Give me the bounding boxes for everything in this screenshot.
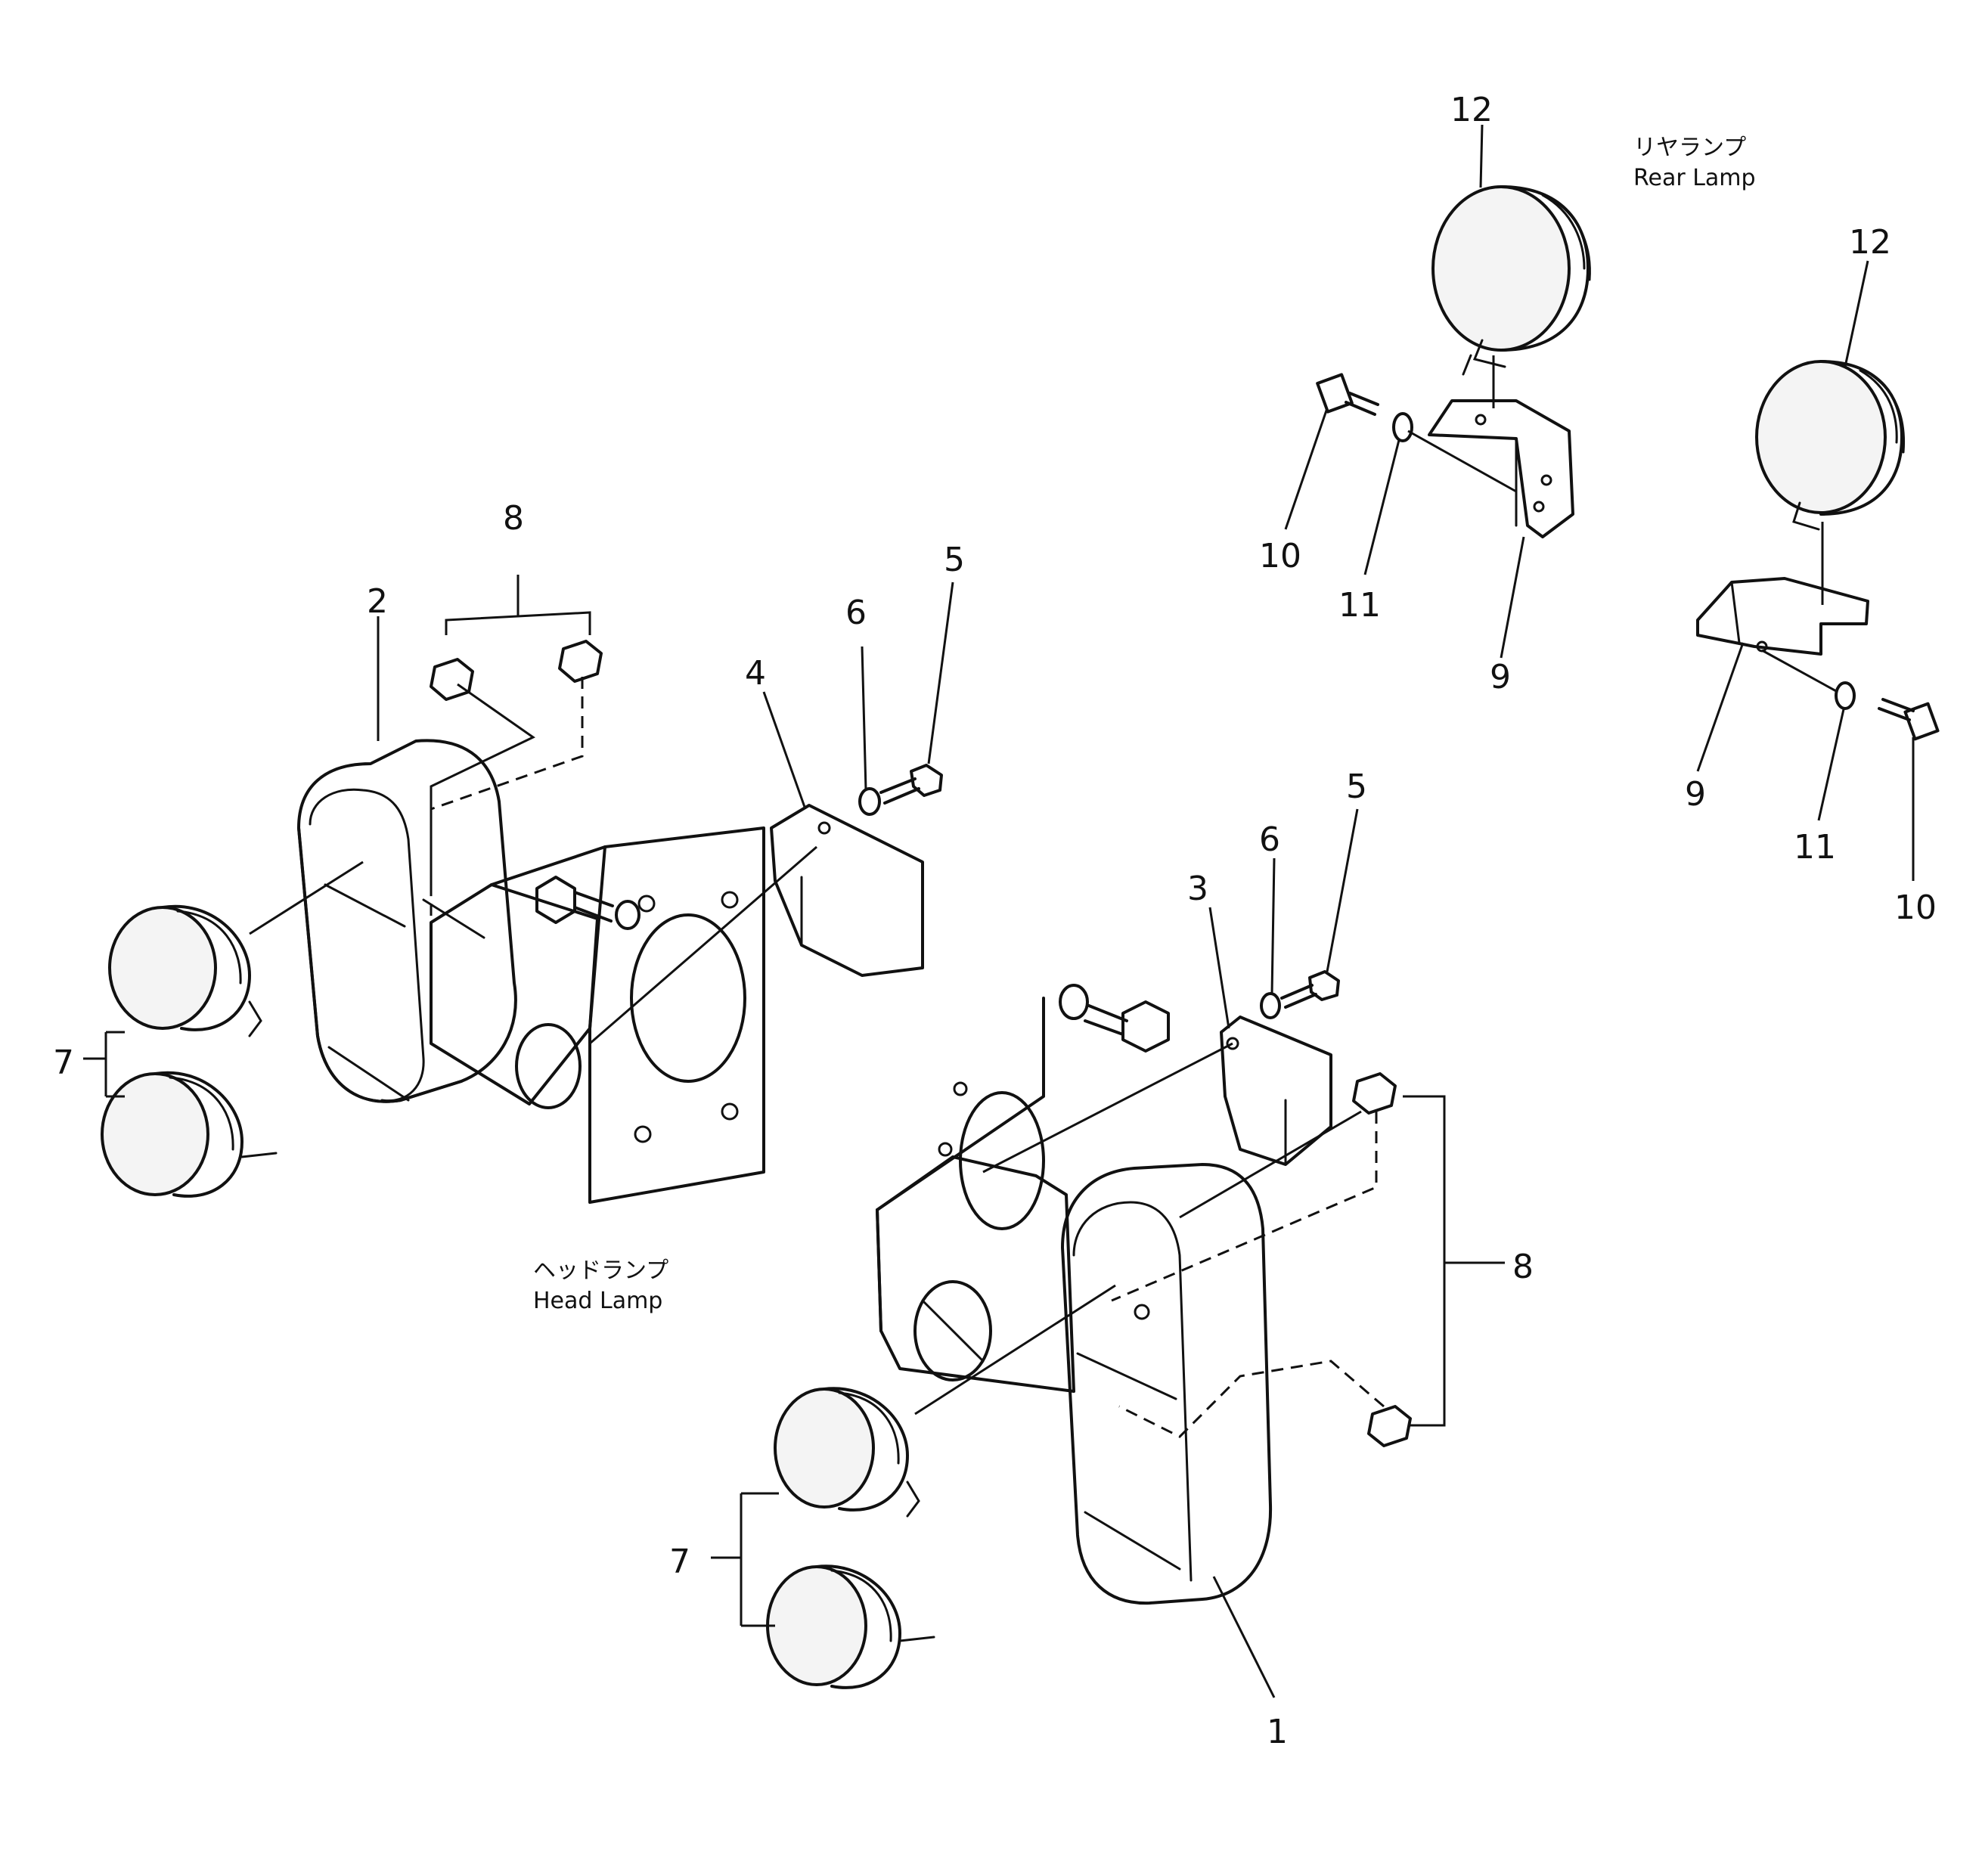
callout-label: 1 bbox=[1267, 1713, 1288, 1751]
bolt-washer-4 bbox=[858, 764, 943, 816]
callout-label: 8 bbox=[1512, 1248, 1534, 1286]
bracket-7-left bbox=[83, 1031, 125, 1098]
headlamp-7-right-lower bbox=[766, 1564, 935, 1689]
nuts-right bbox=[1111, 1072, 1412, 1447]
bracket-7-right bbox=[711, 1492, 779, 1627]
rear-lamp-right bbox=[1755, 360, 1906, 605]
bracket-left bbox=[430, 826, 765, 1204]
callout-label: 8 bbox=[503, 499, 524, 538]
rear-bolt-right bbox=[1761, 649, 1940, 741]
head-lamp-caption-jp: ヘッドランプ bbox=[533, 1257, 668, 1284]
headlamp-7-left-upper bbox=[108, 860, 364, 1037]
bolt-center-right bbox=[1059, 984, 1170, 1053]
guard-1 bbox=[1061, 1163, 1273, 1605]
callout-label: 4 bbox=[745, 654, 766, 693]
callout-label: 5 bbox=[944, 541, 965, 579]
callout-leaders bbox=[377, 124, 1915, 1698]
cover-4 bbox=[770, 804, 924, 977]
bolt-washer-3 bbox=[1260, 970, 1340, 1019]
callout-label: 3 bbox=[1187, 870, 1208, 908]
callout-label: 9 bbox=[1685, 775, 1706, 814]
rear-bracket-upper bbox=[1428, 399, 1574, 538]
callout-label: 11 bbox=[1338, 586, 1381, 625]
caption-rear-lamp: リヤランプ Rear Lamp bbox=[1633, 135, 1756, 191]
callout-label: 9 bbox=[1490, 658, 1511, 696]
headlamp-7-left-lower bbox=[101, 1071, 278, 1198]
callout-label: 7 bbox=[53, 1043, 74, 1082]
callout-label: 7 bbox=[669, 1543, 690, 1581]
callout-label: 12 bbox=[1450, 91, 1493, 129]
caption-head-lamp: ヘッドランプ Head Lamp bbox=[533, 1257, 668, 1314]
callouts-head-right: 3 6 5 8 7 1 bbox=[669, 767, 1534, 1751]
callout-label: 6 bbox=[845, 594, 867, 632]
callout-label: 10 bbox=[1259, 537, 1301, 575]
callout-label: 12 bbox=[1849, 223, 1891, 262]
callout-label: 5 bbox=[1346, 767, 1367, 806]
headlamp-7-right-upper bbox=[774, 1284, 1116, 1518]
callouts-head-left: 8 2 4 6 5 7 bbox=[53, 499, 965, 1082]
callout-label: 11 bbox=[1794, 828, 1836, 867]
head-lamp-caption-en: Head Lamp bbox=[533, 1288, 662, 1314]
callout-label: 2 bbox=[367, 582, 388, 621]
callout-label: 6 bbox=[1259, 820, 1280, 859]
callouts-rear-upper: 12 10 11 9 bbox=[1259, 91, 1511, 696]
rear-lamp-caption-jp: リヤランプ bbox=[1633, 135, 1746, 161]
rear-bolt-upper bbox=[1316, 373, 1517, 493]
cover-3 bbox=[982, 1016, 1332, 1174]
nuts-left bbox=[430, 640, 603, 1043]
bracket-right bbox=[876, 997, 1075, 1393]
bolt-center-left bbox=[535, 845, 817, 1045]
rear-lamp-upper bbox=[1431, 185, 1591, 408]
guard-2 bbox=[297, 739, 517, 1103]
rear-lamp-caption-en: Rear Lamp bbox=[1633, 165, 1756, 191]
callout-label: 10 bbox=[1894, 888, 1937, 927]
rear-bracket-right bbox=[1696, 577, 1869, 656]
callouts-rear-right: 12 9 11 10 bbox=[1685, 223, 1937, 927]
